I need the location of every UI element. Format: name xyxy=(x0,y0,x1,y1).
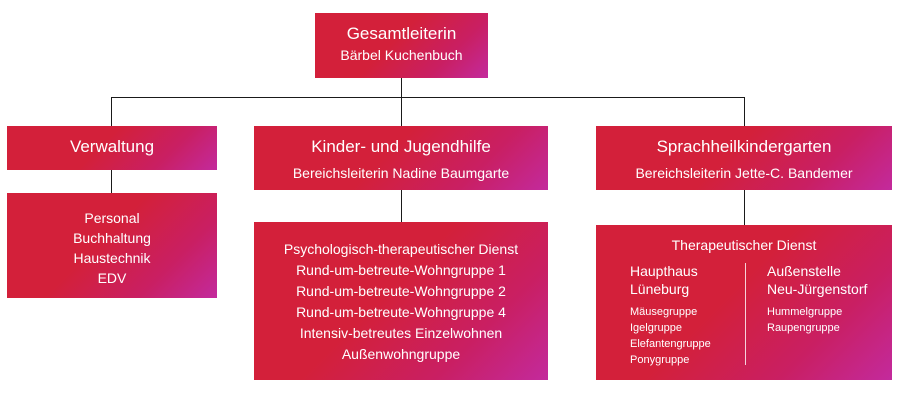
connector-sprach xyxy=(744,97,745,126)
list-item: Buchhaltung xyxy=(73,230,151,246)
haupthaus-column: Haupthaus Lüneburg Mäusegruppe Igelgrupp… xyxy=(630,262,711,368)
list-item: Elefantengruppe xyxy=(630,338,711,350)
list-item: Rund-um-betreute-Wohngruppe 1 xyxy=(296,262,506,278)
connector-horizontal xyxy=(111,97,745,98)
connector-top-vertical xyxy=(401,78,402,98)
therapeutischer-dienst-title: Therapeutischer Dienst xyxy=(671,237,817,253)
column-divider xyxy=(745,263,746,365)
aussenstelle-location: Neu-Jürgenstorf xyxy=(767,281,868,297)
list-item: Haustechnik xyxy=(73,250,151,266)
verwaltung-list-box: Personal Buchhaltung Haustechnik EDV xyxy=(7,193,217,298)
list-item: EDV xyxy=(97,270,127,286)
gesamtleitung-title: Gesamtleiterin xyxy=(346,24,457,43)
aussenstelle-head: Außenstelle xyxy=(767,263,841,279)
haupthaus-location: Lüneburg xyxy=(630,281,690,297)
list-item: Igelgruppe xyxy=(630,322,682,334)
list-item: Mäusegruppe xyxy=(630,306,698,318)
kinder-jugendhilfe-lead: Bereichsleiterin Nadine Baumgarte xyxy=(292,165,510,181)
connector-verwaltung xyxy=(111,97,112,126)
kinder-jugendhilfe-list-box: Psychologisch-therapeutischer Dienst Run… xyxy=(254,222,548,380)
kinder-jugendhilfe-box: Kinder- und Jugendhilfe Bereichsleiterin… xyxy=(254,126,548,190)
list-item: Ponygruppe xyxy=(630,354,690,366)
sprachheilkindergarten-box: Sprachheilkindergarten Bereichsleiterin … xyxy=(596,126,892,190)
verwaltung-title: Verwaltung xyxy=(69,137,155,156)
list-item: Personal xyxy=(84,210,140,226)
connector-kinder-list xyxy=(401,190,402,222)
aussenstelle-column: Außenstelle Neu-Jürgenstorf Hummelgruppe… xyxy=(767,262,867,336)
verwaltung-box: Verwaltung xyxy=(7,126,217,170)
connector-verwaltung-list xyxy=(111,170,112,193)
list-item: Rund-um-betreute-Wohngruppe 2 xyxy=(296,283,506,299)
list-item: Psychologisch-therapeutischer Dienst xyxy=(283,241,519,257)
sprachheilkindergarten-title: Sprachheilkindergarten xyxy=(656,137,832,156)
list-item: Hummelgruppe xyxy=(767,306,843,318)
sprachheilkindergarten-list-box: Therapeutischer Dienst Haupthaus Lünebur… xyxy=(596,225,892,380)
list-item: Raupengruppe xyxy=(767,322,840,334)
gesamtleitung-box: Gesamtleiterin Bärbel Kuchenbuch xyxy=(315,13,488,78)
list-item: Rund-um-betreute-Wohngruppe 4 xyxy=(296,304,506,320)
connector-sprach-list xyxy=(744,190,745,225)
haupthaus-head: Haupthaus xyxy=(630,263,698,279)
list-item: Außenwohngruppe xyxy=(341,346,461,362)
list-item: Intensiv-betreutes Einzelwohnen xyxy=(299,325,503,341)
gesamtleitung-name: Bärbel Kuchenbuch xyxy=(340,47,463,63)
kinder-jugendhilfe-title: Kinder- und Jugendhilfe xyxy=(311,137,491,156)
sprachheilkindergarten-lead: Bereichsleiterin Jette-C. Bandemer xyxy=(635,165,853,181)
connector-kinder xyxy=(401,97,402,126)
